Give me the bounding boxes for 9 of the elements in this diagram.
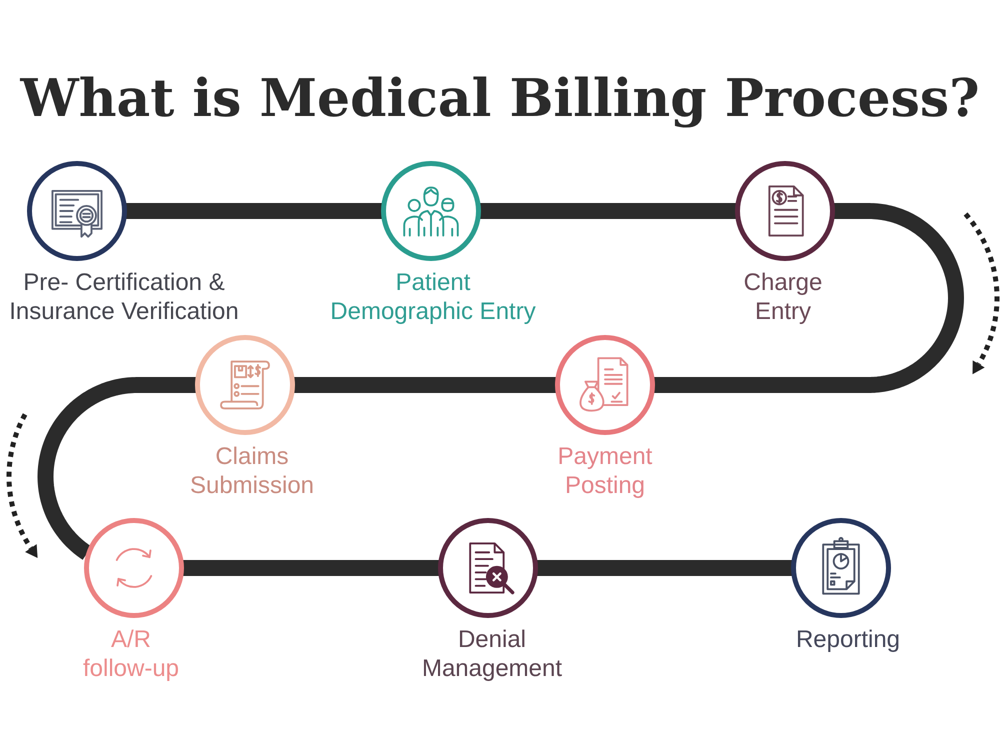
step-label: Denial Management: [420, 625, 564, 683]
step-label: Payment Posting: [556, 442, 654, 500]
step-label: Reporting: [794, 625, 902, 654]
step-label: Claims Submission: [188, 442, 316, 500]
step-label: A/R follow-up: [82, 625, 180, 683]
step-label: Pre- Certification & Insurance Verification: [8, 268, 240, 326]
step-label: Patient Demographic Entry: [329, 268, 537, 326]
title: What is Medical Billing Process?: [20, 67, 980, 131]
step-label: Charge Entry: [742, 268, 824, 326]
